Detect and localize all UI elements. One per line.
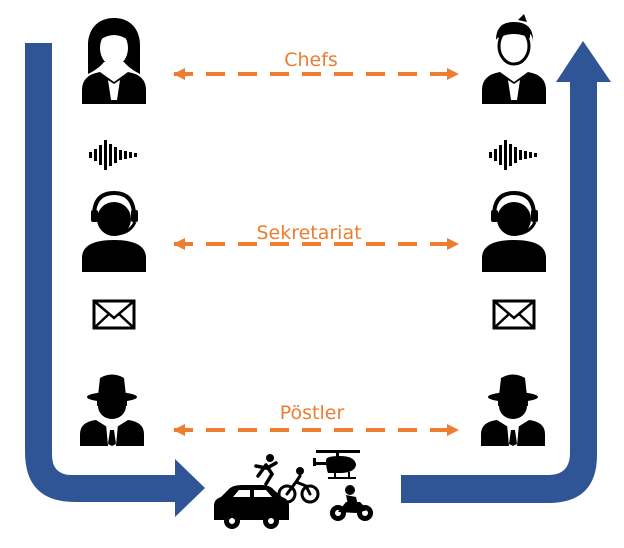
headset-operator-icon	[482, 190, 546, 272]
helicopter-icon	[313, 450, 360, 479]
woman-boss-icon	[82, 18, 146, 104]
level-label-postler: Pöstler	[279, 402, 345, 424]
level-label-chefs: Chefs	[284, 49, 338, 71]
envelope-icon	[92, 299, 136, 330]
right-flow-arrow	[401, 41, 611, 503]
runner-icon	[254, 454, 278, 486]
man-boss-icon	[482, 14, 546, 104]
motorcycle-icon	[330, 485, 373, 521]
sound-wave-icon	[89, 140, 137, 170]
agent-hat-icon	[481, 374, 545, 446]
sound-wave-icon	[489, 140, 537, 170]
left-flow-arrow	[25, 43, 205, 517]
headset-operator-icon	[82, 190, 146, 272]
level-label-sekretariat: Sekretariat	[256, 222, 362, 244]
cyclist-icon	[277, 467, 320, 504]
car-icon	[214, 485, 289, 529]
envelope-icon	[492, 299, 536, 330]
agent-hat-icon	[80, 374, 144, 446]
